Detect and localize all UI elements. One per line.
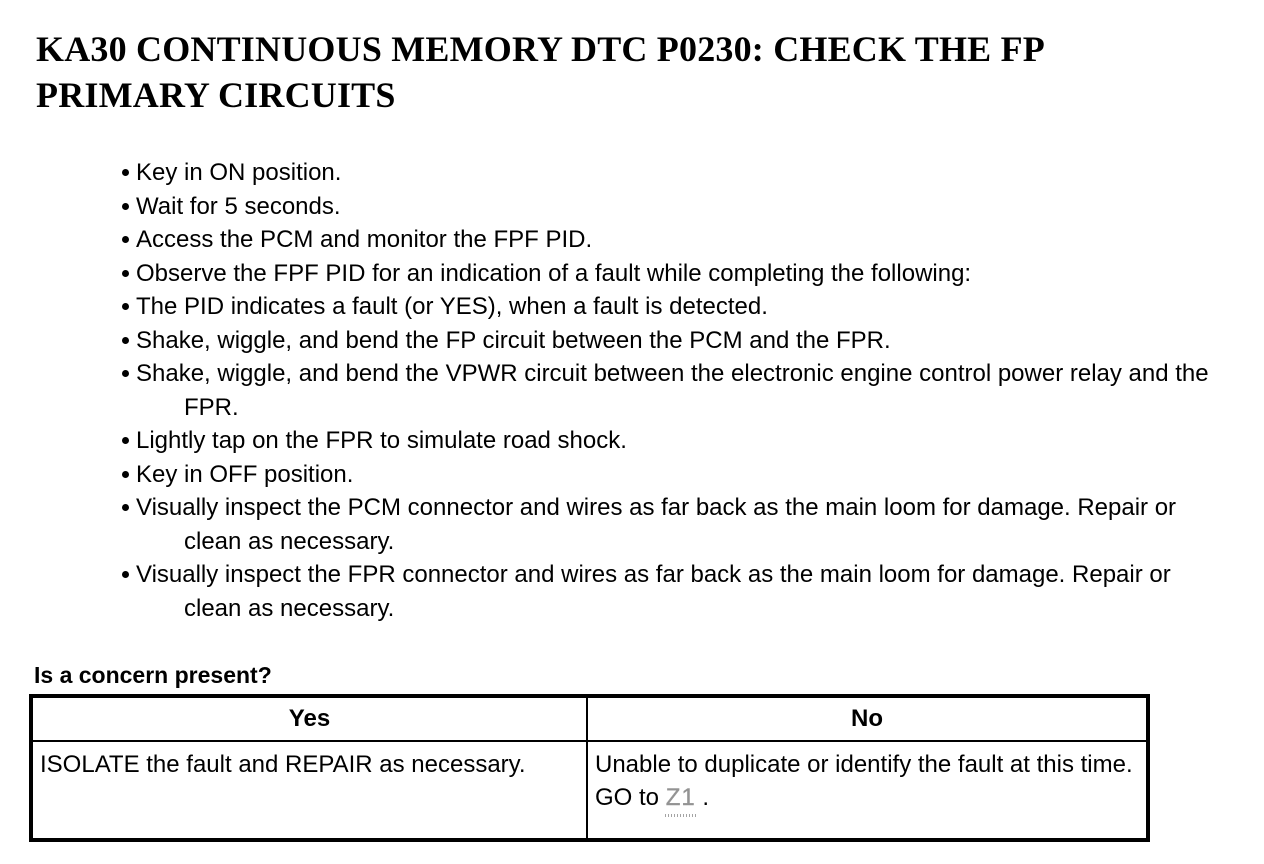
list-item-label: Visually inspect the FPR connector and w… [136, 561, 1171, 622]
list-item-label: Shake, wiggle, and bend the VPWR circuit… [136, 360, 1209, 421]
list-item: Lightly tap on the FPR to simulate road … [122, 424, 1232, 458]
list-item: Observe the FPF PID for an indication of… [122, 257, 1232, 291]
list-item-label: Wait for 5 seconds. [136, 192, 341, 220]
cross-reference-link[interactable]: Z1 [664, 781, 697, 817]
cell-yes-text: ISOLATE the fault and REPAIR as necessar… [40, 751, 526, 778]
bullet-icon [122, 236, 129, 243]
list-item: Key in OFF position. [122, 458, 1232, 492]
cell-yes-action: ISOLATE the fault and REPAIR as necessar… [30, 740, 588, 841]
list-item-label: The PID indicates a fault (or YES), when… [136, 293, 768, 320]
bullet-icon [122, 437, 129, 444]
list-item-label: Key in ON position. [136, 159, 342, 186]
procedure-step-list: Key in ON position. Wait for 5 seconds. … [122, 156, 1232, 625]
decision-table: Yes No ISOLATE the fault and REPAIR as n… [29, 694, 1150, 842]
cell-no-prefix: Unable to duplicate or identify the faul… [595, 751, 1133, 811]
list-item-label: Visually inspect the PCM connector and w… [136, 494, 1177, 555]
list-item-label: Key in OFF position. [136, 460, 354, 488]
cell-no-suffix: . [695, 784, 710, 811]
bullet-icon [122, 269, 129, 277]
bullet-icon [122, 571, 129, 578]
list-item: Shake, wiggle, and bend the VPWR circuit… [122, 357, 1232, 424]
bullet-icon [122, 336, 129, 344]
decision-question: Is a concern present? [34, 662, 272, 688]
list-item-label: Observe the FPF PID for an indication of… [136, 259, 972, 287]
cell-no-action: Unable to duplicate or identify the faul… [586, 740, 1149, 841]
cell-no-text: Unable to duplicate or identify the faul… [595, 748, 1140, 817]
list-item-label: Access the PCM and monitor the FPF PID. [136, 226, 593, 253]
list-item: Shake, wiggle, and bend the FP circuit b… [122, 324, 1232, 358]
bullet-icon [122, 470, 129, 478]
list-item: Access the PCM and monitor the FPF PID. [122, 223, 1232, 257]
list-item: Key in ON position. [122, 156, 1232, 190]
bullet-icon [122, 202, 129, 210]
list-item: The PID indicates a fault (or YES), when… [122, 290, 1232, 324]
column-header-no: No [586, 695, 1149, 742]
page-title: KA30 CONTINUOUS MEMORY DTC P0230: CHECK … [36, 29, 1043, 115]
list-item: Visually inspect the PCM connector and w… [122, 491, 1232, 558]
bullet-icon [122, 303, 129, 310]
list-item: Wait for 5 seconds. [122, 190, 1232, 224]
list-item-label: Shake, wiggle, and bend the FP circuit b… [136, 326, 891, 354]
bullet-icon [122, 169, 129, 176]
column-header-yes: Yes [30, 695, 588, 742]
table-row: ISOLATE the fault and REPAIR as necessar… [30, 740, 1149, 841]
list-item-label: Lightly tap on the FPR to simulate road … [136, 427, 627, 454]
bullet-icon [122, 370, 129, 377]
list-item: Visually inspect the FPR connector and w… [122, 558, 1232, 625]
bullet-icon [122, 504, 129, 511]
table-header-row: Yes No [30, 695, 1149, 742]
